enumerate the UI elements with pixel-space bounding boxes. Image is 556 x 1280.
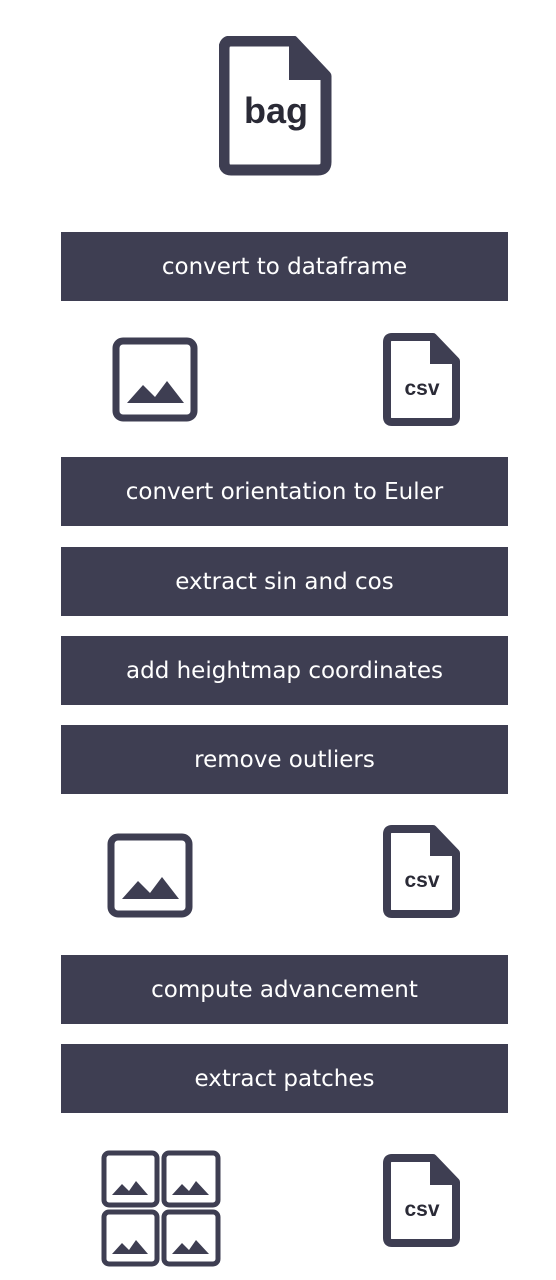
image-icon bbox=[107, 833, 193, 918]
step-label: compute advancement bbox=[151, 976, 418, 1003]
bag-file-icon: bag bbox=[219, 36, 333, 176]
step-convert-orientation-to-euler: convert orientation to Euler bbox=[61, 457, 508, 526]
csv-file-icon: csv bbox=[383, 1154, 461, 1248]
bag-file-label: bag bbox=[244, 90, 308, 131]
step-extract-patches: extract patches bbox=[61, 1044, 508, 1113]
image-grid-icon bbox=[101, 1150, 221, 1267]
step-remove-outliers: remove outliers bbox=[61, 725, 508, 794]
step-add-heightmap-coordinates: add heightmap coordinates bbox=[61, 636, 508, 705]
step-label: extract patches bbox=[194, 1065, 375, 1092]
step-compute-advancement: compute advancement bbox=[61, 955, 508, 1024]
step-extract-sin-and-cos: extract sin and cos bbox=[61, 547, 508, 616]
step-label: extract sin and cos bbox=[175, 568, 394, 595]
step-label: convert orientation to Euler bbox=[125, 478, 444, 505]
step-label: add heightmap coordinates bbox=[126, 657, 443, 684]
csv-file-icon: csv bbox=[383, 333, 461, 427]
image-icon bbox=[112, 337, 198, 422]
step-label: remove outliers bbox=[194, 746, 375, 773]
step-label: convert to dataframe bbox=[161, 253, 408, 280]
csv-file-label: csv bbox=[404, 1198, 439, 1221]
step-convert-to-dataframe: convert to dataframe bbox=[61, 232, 508, 301]
csv-file-label: csv bbox=[404, 869, 439, 892]
csv-file-icon: csv bbox=[383, 825, 461, 919]
csv-file-label: csv bbox=[404, 377, 439, 400]
